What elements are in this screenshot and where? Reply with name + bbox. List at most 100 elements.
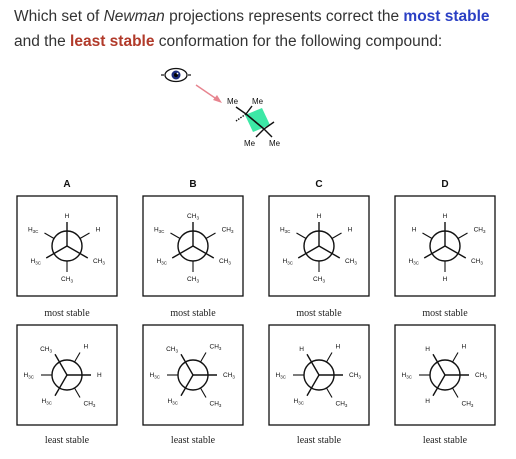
option-letter: A	[63, 179, 70, 190]
back-bond	[205, 232, 216, 239]
stability-caption: most stable	[296, 308, 342, 319]
question-text: Which set of Newman projections represen…	[14, 4, 510, 54]
front-substituent-label: H3C	[42, 398, 53, 406]
back-bond	[326, 387, 333, 398]
back-substituent-label: CH3	[222, 227, 234, 235]
arrow-icon	[195, 84, 222, 103]
front-substituent-label: H	[443, 213, 448, 220]
front-bond	[180, 374, 194, 397]
front-bond	[306, 353, 320, 376]
front-substituent-label: CH3	[349, 372, 361, 380]
back-substituent-label: H	[336, 343, 341, 350]
question-least-stable: least stable	[70, 33, 155, 50]
front-substituent-label: CH3	[475, 372, 487, 380]
front-substituent-label: H3C	[409, 258, 420, 266]
front-substituent-label: CH3	[219, 258, 231, 266]
front-substituent-label: H3C	[294, 398, 305, 406]
back-bond	[44, 232, 55, 239]
front-substituent-label: H3C	[283, 258, 294, 266]
front-substituent-label: H3C	[157, 258, 168, 266]
back-substituent-label: CH3	[84, 401, 96, 409]
back-substituent-label: H	[443, 276, 448, 283]
stability-caption: least stable	[171, 435, 216, 446]
front-bond	[66, 245, 89, 259]
front-substituent-label: H	[97, 372, 102, 379]
back-bond	[74, 387, 81, 398]
molecule-label-bottom-right: Me	[269, 139, 281, 148]
back-substituent-label: CH3	[474, 227, 486, 235]
back-substituent-label: CH3	[462, 401, 474, 409]
question-part4: conformation for the following compound:	[154, 33, 443, 50]
option-letter: C	[315, 179, 322, 190]
front-substituent-label: CH3	[345, 258, 357, 266]
back-bond	[422, 232, 433, 239]
front-substituent-label: CH3	[187, 213, 199, 221]
front-bond	[45, 245, 68, 259]
front-bond	[192, 245, 215, 259]
front-bond	[444, 245, 467, 259]
stability-caption: most stable	[44, 308, 90, 319]
back-substituent-label: CH3	[313, 276, 325, 284]
front-bond	[54, 353, 68, 376]
back-substituent-label: CH3	[61, 276, 73, 284]
back-substituent-label: H3C	[280, 227, 291, 235]
back-substituent-label: H	[96, 227, 101, 234]
front-bond	[297, 245, 320, 259]
back-substituent-label: H	[348, 227, 353, 234]
back-substituent-label: H	[462, 343, 467, 350]
front-substituent-label: CH3	[223, 372, 235, 380]
front-substituent-label: CH3	[40, 346, 52, 354]
back-substituent-label: H	[412, 227, 417, 234]
back-bond	[452, 352, 459, 363]
question-part2: projections represents correct the	[164, 8, 404, 25]
front-substituent-label: H3C	[31, 258, 42, 266]
back-substituent-label: CH3	[187, 276, 199, 284]
front-substituent-label: CH3	[166, 346, 178, 354]
stability-caption: least stable	[45, 435, 90, 446]
question-newman: Newman	[103, 8, 165, 25]
question-part1: Which set of	[14, 8, 104, 25]
front-bond	[423, 245, 446, 259]
front-bond	[432, 374, 446, 397]
front-substituent-label: CH3	[471, 258, 483, 266]
molecule-drawing: Me Me Me Me	[227, 97, 281, 148]
option-letter: D	[441, 179, 448, 190]
back-substituent-label: H3C	[276, 372, 287, 380]
molecule-label-top-right: Me	[252, 97, 264, 106]
back-substituent-label: H3C	[154, 227, 165, 235]
back-bond	[326, 352, 333, 363]
front-bond	[318, 245, 341, 259]
question-part3: and the	[14, 33, 71, 50]
back-substituent-label: CH3	[210, 401, 222, 409]
back-bond	[331, 232, 342, 239]
back-substituent-label: H3C	[150, 372, 161, 380]
back-bond	[79, 232, 90, 239]
front-substituent-label: H	[65, 213, 70, 220]
front-substituent-label: H3C	[168, 398, 179, 406]
back-substituent-label: CH3	[336, 401, 348, 409]
front-substituent-label: H	[299, 346, 304, 353]
front-bond	[171, 245, 194, 259]
back-bond	[296, 232, 307, 239]
front-bond	[180, 353, 194, 376]
back-substituent-label: H	[84, 343, 89, 350]
molecule-label-bottom-left: Me	[244, 139, 256, 148]
stability-caption: least stable	[423, 435, 468, 446]
back-bond	[170, 232, 181, 239]
back-substituent-label: H3C	[28, 227, 39, 235]
back-bond	[457, 232, 468, 239]
back-bond	[74, 352, 81, 363]
